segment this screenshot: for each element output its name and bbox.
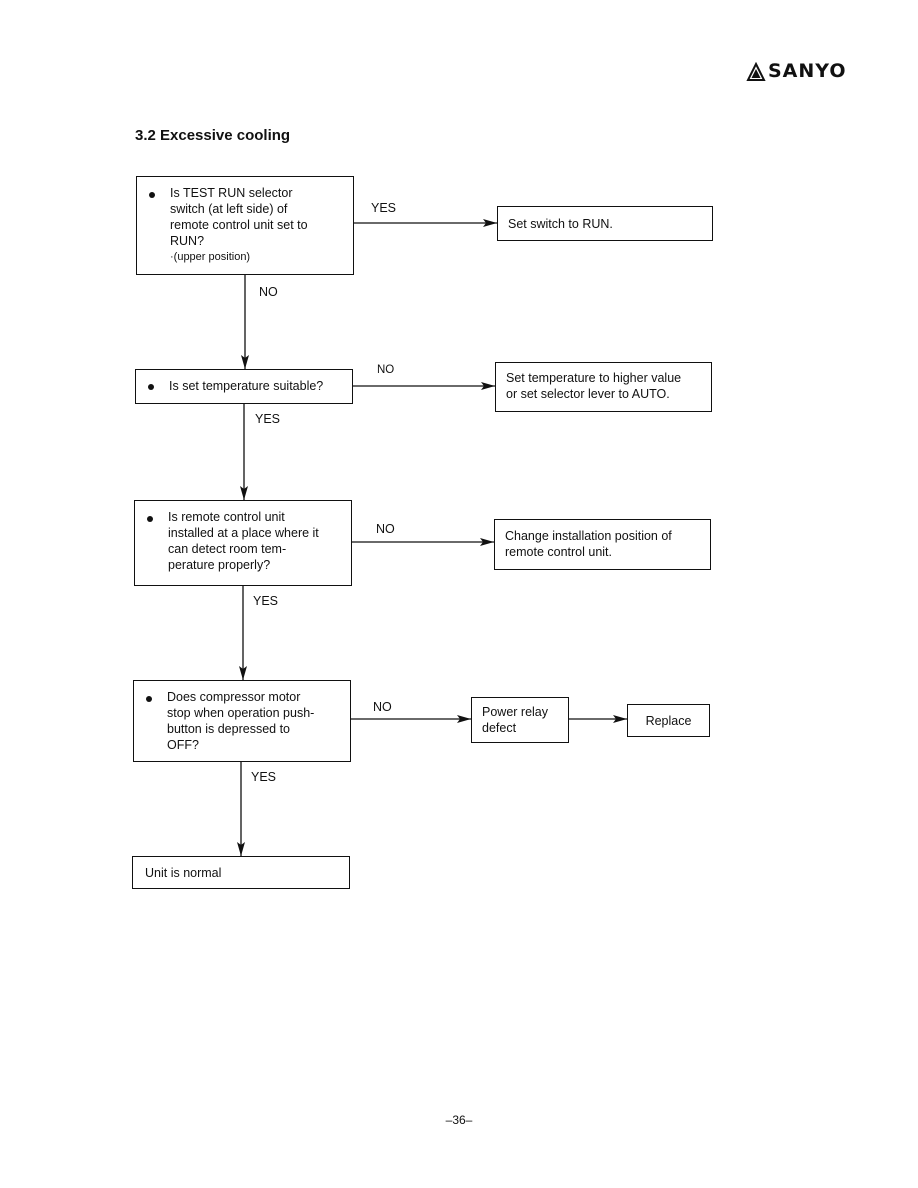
label-q3-yes: YES	[253, 594, 279, 608]
question-remote-control-location: Is remote control unit installed at a pl…	[134, 500, 352, 586]
bullet-icon	[146, 696, 152, 702]
label-q1-yes: YES	[371, 201, 397, 215]
question-test-run-selector: Is TEST RUN selector switch (at left sid…	[136, 176, 354, 275]
result-set-temperature-higher: Set temperature to higher value or set s…	[495, 362, 712, 412]
label-q2-no: NO	[377, 364, 395, 376]
question-compressor-motor-stop: Does compressor motor stop when operatio…	[133, 680, 351, 762]
sanyo-logo-icon	[746, 62, 766, 81]
page-number: –36–	[445, 1113, 473, 1127]
label-q4-no: NO	[373, 700, 392, 714]
result-set-switch-run: Set switch to RUN.	[497, 206, 713, 241]
brand-logo: SANYO	[746, 60, 858, 82]
bullet-icon	[149, 192, 155, 198]
label-q4-yes: YES	[251, 770, 277, 784]
question-set-temperature: Is set temperature suitable?	[135, 369, 353, 404]
label-q1-no: NO	[259, 285, 278, 299]
label-q2-yes: YES	[255, 412, 281, 426]
result-replace: Replace	[627, 704, 710, 737]
section-title: 3.2 Excessive cooling	[135, 127, 291, 144]
label-q3-no: NO	[376, 522, 395, 536]
bullet-icon	[148, 384, 154, 390]
result-power-relay-defect: Power relay defect	[471, 697, 569, 743]
bullet-icon	[147, 516, 153, 522]
result-change-installation-position: Change installation position of remote c…	[494, 519, 711, 570]
result-unit-normal: Unit is normal	[132, 856, 350, 889]
brand-name: SANYO	[768, 60, 847, 82]
